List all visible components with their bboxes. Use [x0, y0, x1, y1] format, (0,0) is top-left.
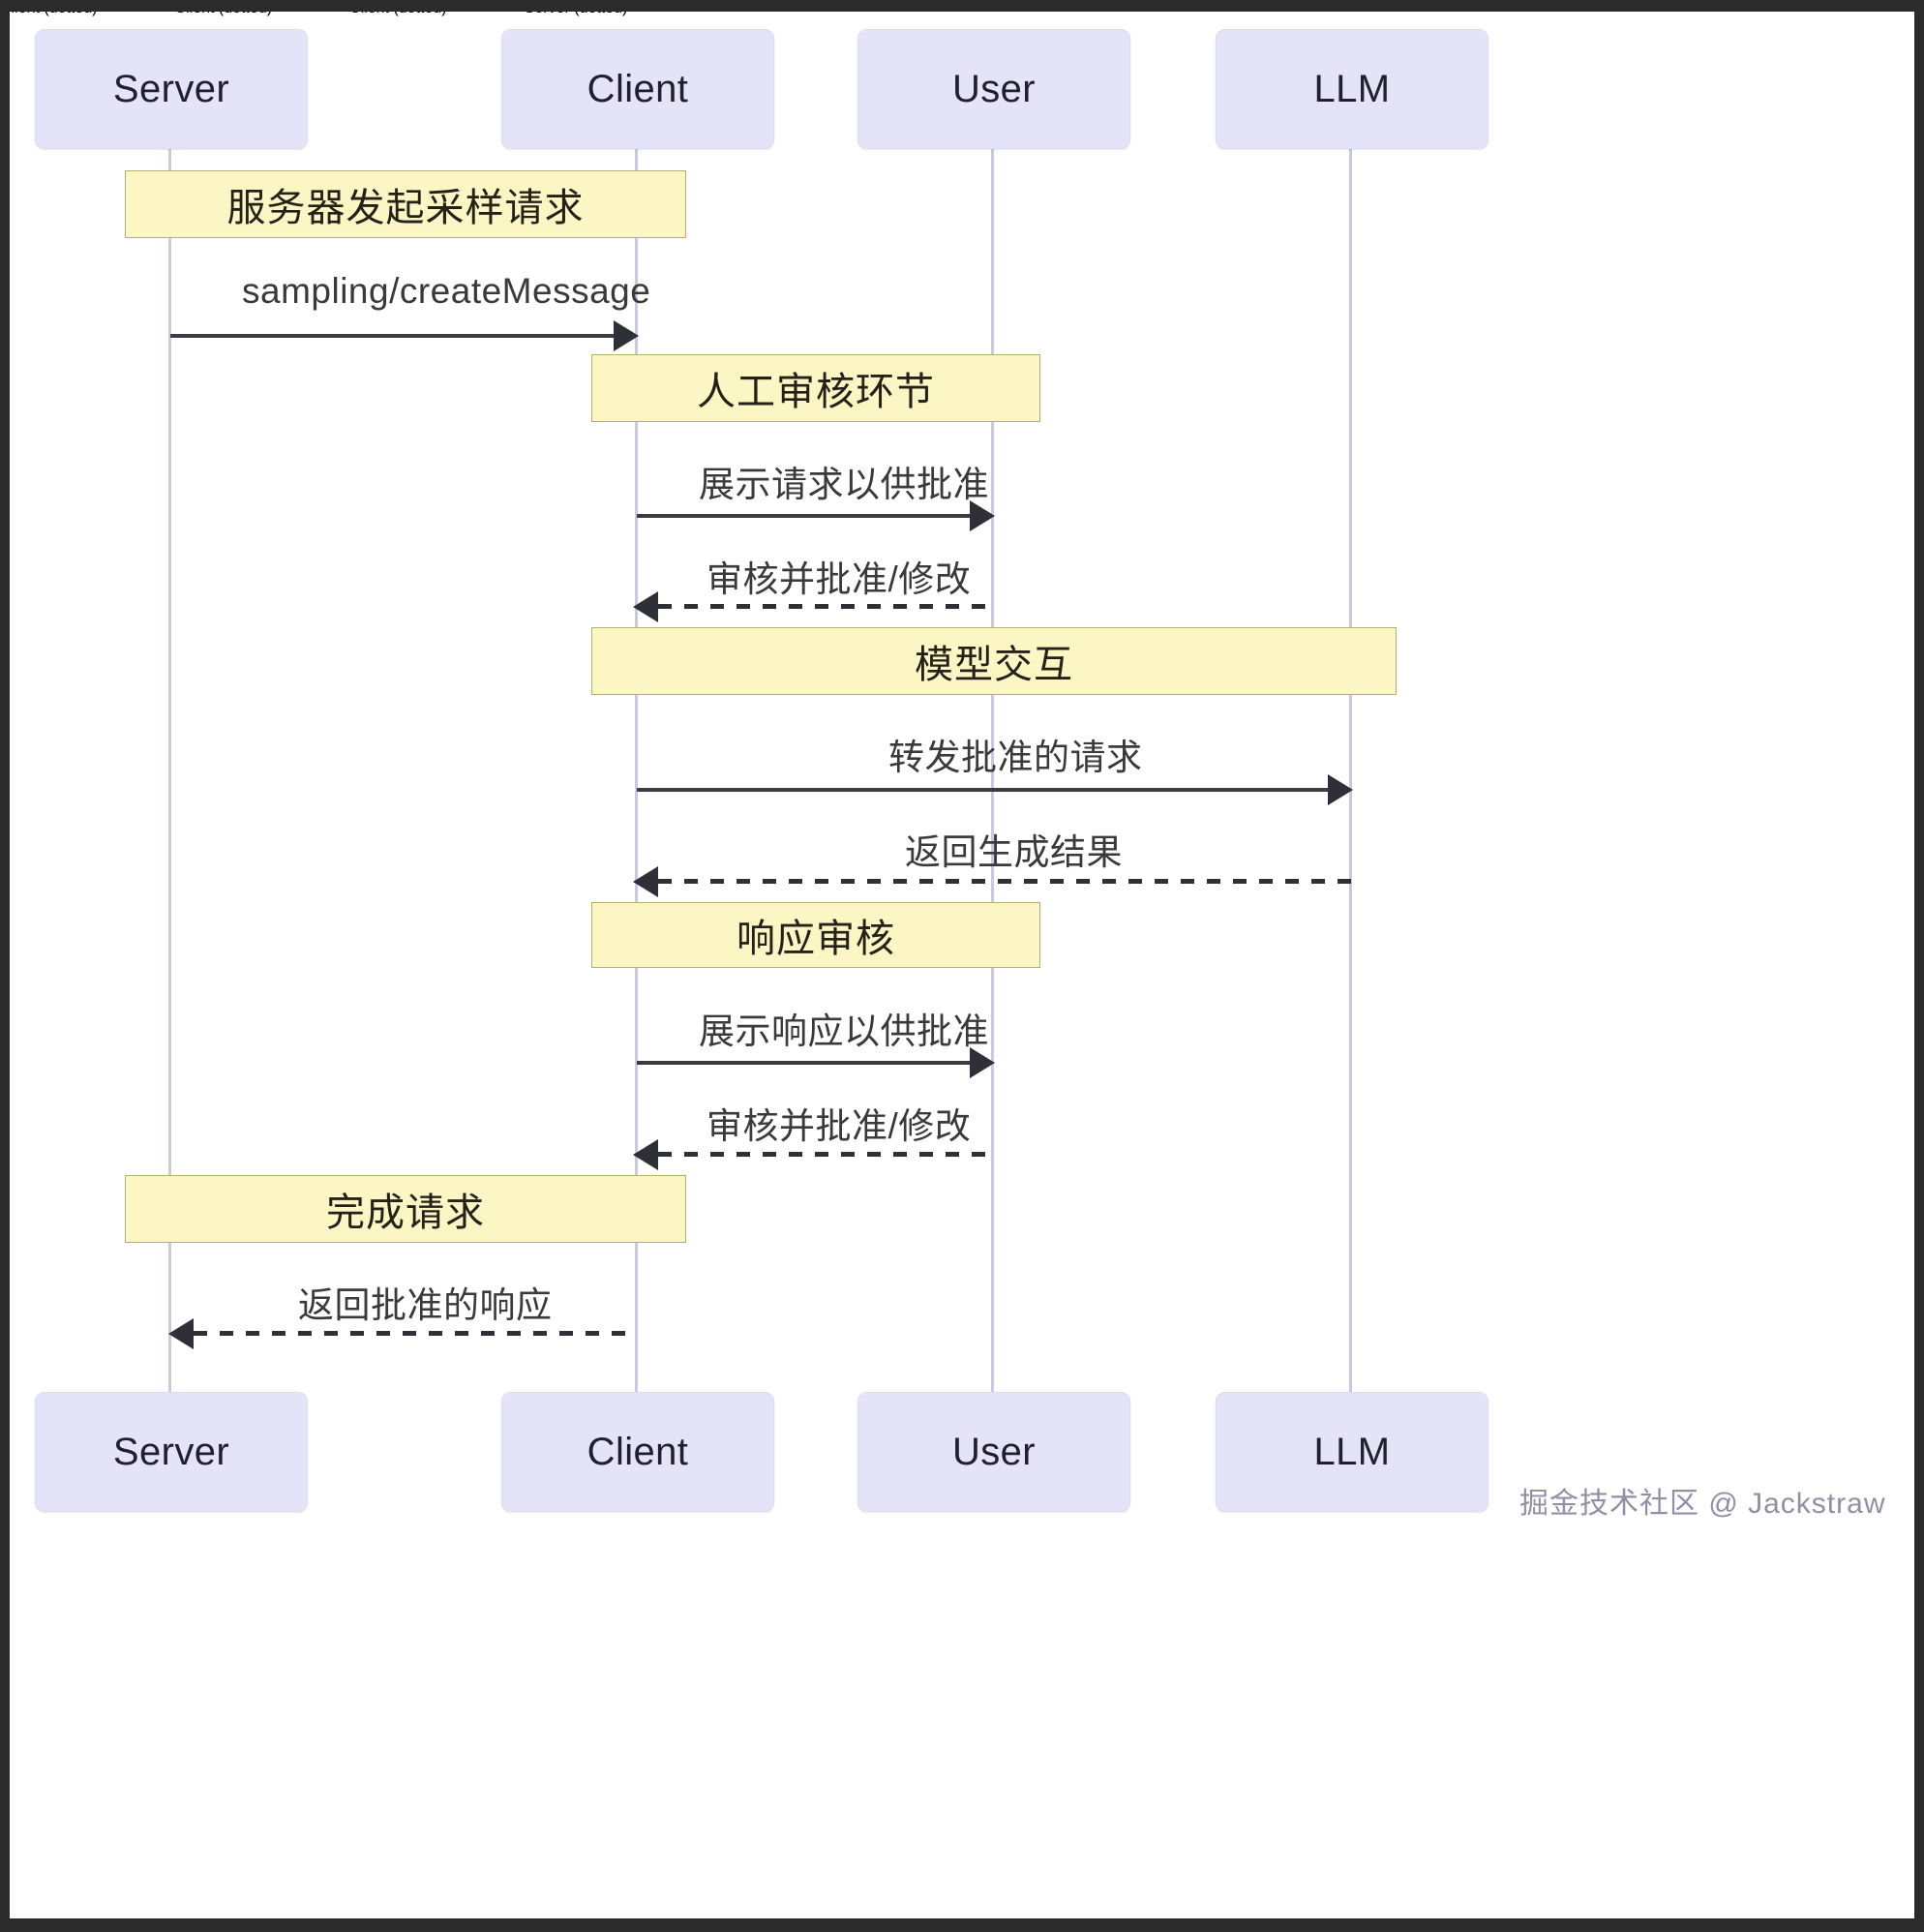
message-arrowhead-review-approve-modify-1: [633, 591, 658, 622]
frame-edge-right: [1914, 0, 1924, 1932]
note-sampling-request: 服务器发起采样请求: [125, 170, 686, 238]
note-response-review: 响应审核: [591, 902, 1040, 968]
message-label-forward-approved-request: 转发批准的请求: [888, 738, 1143, 777]
message-arrow-review-approve-modify-1: [658, 604, 993, 609]
actor-label-user-bottom: User: [951, 1430, 1037, 1473]
message-arrowhead-show-request-for-approval: [970, 500, 995, 531]
watermark-credit: 掘金技术社区 @ Jackstraw: [1519, 1488, 1886, 1520]
message-label-show-request-for-approval: 展示请求以供批准: [699, 465, 989, 504]
actor-box-llm-bottom[interactable]: LLM: [1216, 1392, 1488, 1512]
message-arrowhead-forward-approved-request: [1328, 774, 1353, 805]
actor-label-server-bottom: Server: [112, 1430, 230, 1473]
actor-label-client-top: Client: [586, 67, 689, 110]
note-model-interaction: 模型交互: [591, 627, 1397, 695]
frame-edge-top: [0, 0, 1924, 12]
actor-box-llm-top[interactable]: LLM: [1216, 29, 1488, 149]
lifeline-server: [168, 145, 171, 1394]
message-arrow-forward-approved-request: [637, 788, 1334, 792]
message-arrow-return-generated-result: [658, 879, 1351, 884]
message-label-review-approve-modify-1: 审核并批准/修改: [706, 559, 972, 599]
message-arrowhead-return-approved-response: [168, 1318, 194, 1349]
actor-label-llm-top: LLM: [1313, 67, 1391, 110]
message-arrowhead-review-approve-modify-2: [633, 1139, 658, 1170]
message-label-sampling-createmessage: sampling/createMessage: [242, 271, 651, 311]
actor-box-user-top[interactable]: User: [857, 29, 1130, 149]
actor-box-server-top[interactable]: Server: [35, 29, 308, 149]
actor-box-client-top[interactable]: Client: [501, 29, 774, 149]
frame-edge-left: [0, 0, 10, 1932]
note-label-sampling-request: 服务器发起采样请求: [226, 187, 585, 229]
actor-label-llm-bottom: LLM: [1313, 1430, 1391, 1473]
note-complete-request: 完成请求: [125, 1175, 686, 1243]
note-label-model-interaction: 模型交互: [915, 644, 1073, 686]
message-label-show-response-for-approval: 展示响应以供批准: [699, 1011, 989, 1051]
note-label-complete-request: 完成请求: [326, 1192, 485, 1234]
message-arrow-sampling-createmessage: [170, 334, 619, 338]
message-arrowhead-sampling-createmessage: [614, 320, 639, 351]
lifeline-llm: [1349, 145, 1352, 1394]
lifeline-user: [991, 145, 994, 1394]
message-label-review-approve-modify-2: 审核并批准/修改: [706, 1106, 972, 1146]
message-arrow-return-approved-response: [194, 1331, 637, 1336]
note-label-human-review: 人工审核环节: [697, 371, 935, 413]
note-label-response-review: 响应审核: [737, 918, 895, 960]
frame-edge-bottom: [0, 1918, 1924, 1932]
actor-label-server-top: Server: [112, 67, 230, 110]
actor-box-client-bottom[interactable]: Client: [501, 1392, 774, 1512]
actor-box-server-bottom[interactable]: Server: [35, 1392, 308, 1512]
actor-label-client-bottom: Client: [586, 1430, 689, 1473]
message-arrow-show-request-for-approval: [637, 514, 976, 518]
note-human-review: 人工审核环节: [591, 354, 1040, 422]
message-arrowhead-return-generated-result: [633, 866, 658, 897]
lifeline-client: [635, 145, 638, 1394]
message-arrow-show-response-for-approval: [637, 1061, 976, 1065]
actor-label-user-top: User: [951, 67, 1037, 110]
message-label-return-approved-response: 返回批准的响应: [298, 1285, 553, 1325]
message-arrow-review-approve-modify-2: [658, 1152, 993, 1157]
message-arrowhead-show-response-for-approval: [970, 1047, 995, 1078]
actor-box-user-bottom[interactable]: User: [857, 1392, 1130, 1512]
message-label-return-generated-result: 返回生成结果: [905, 832, 1123, 872]
